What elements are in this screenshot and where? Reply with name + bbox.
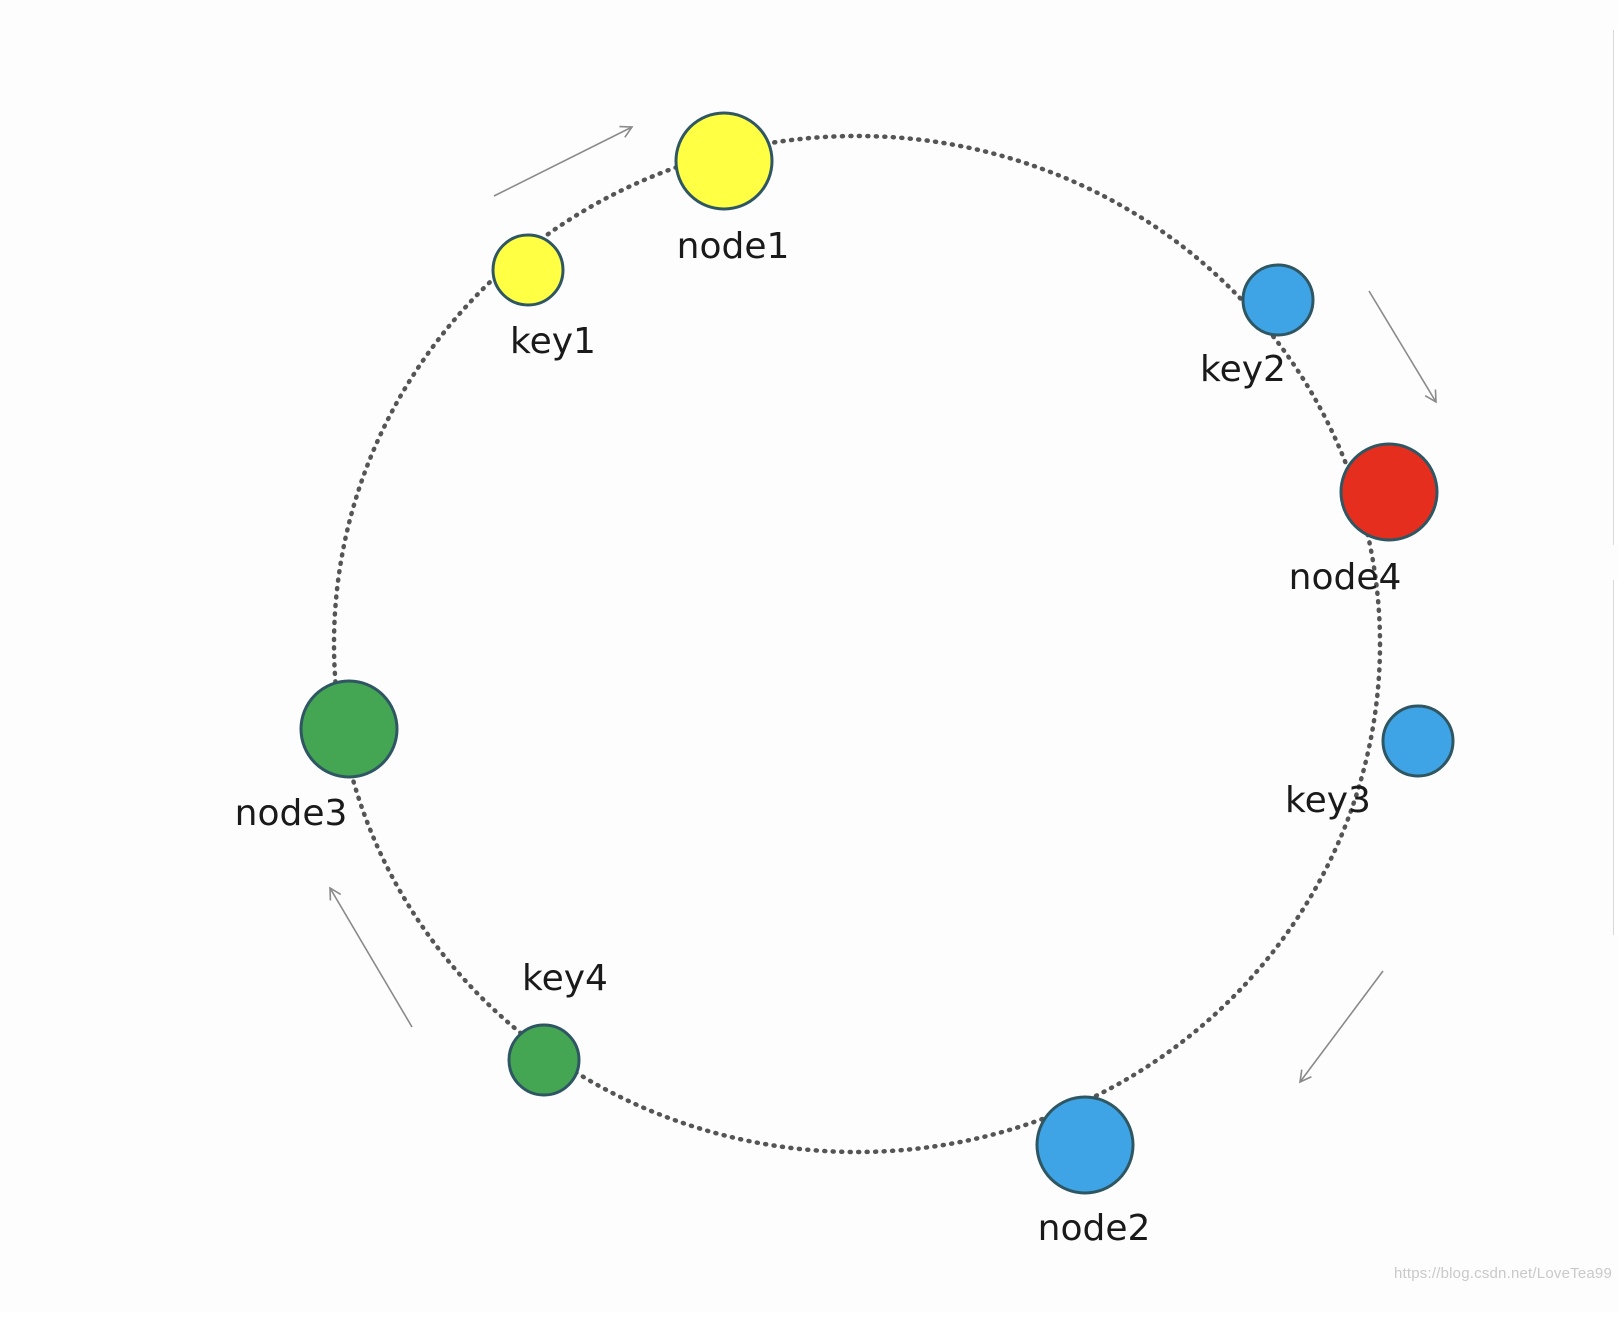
node3-label: node3: [235, 793, 348, 834]
direction-arrow-bottom-right: [1298, 970, 1384, 1084]
hash-ring: [331, 133, 1383, 1155]
key1-label: key1: [510, 321, 596, 362]
node3-circle: [299, 679, 399, 779]
key4-circle: [507, 1023, 581, 1097]
node1-label: node1: [677, 226, 790, 267]
node2-circle: [1035, 1095, 1135, 1195]
right-edge-panel-top: [1613, 30, 1618, 545]
key2-label: key2: [1200, 349, 1286, 390]
node1-circle: [674, 111, 774, 211]
right-edge-panel-bottom: [1613, 580, 1618, 935]
direction-arrow-top: [493, 125, 634, 197]
key4-label: key4: [522, 958, 608, 999]
node4-circle: [1339, 442, 1439, 542]
key2-circle: [1241, 263, 1315, 337]
watermark-text: https://blog.csdn.net/LoveTea99: [1393, 1265, 1612, 1282]
key3-label: key3: [1285, 780, 1371, 821]
node2-label: node2: [1038, 1208, 1151, 1249]
direction-arrow-left: [329, 886, 413, 1028]
key1-circle: [491, 233, 565, 307]
key3-circle: [1381, 704, 1455, 778]
direction-arrow-right: [1368, 290, 1437, 404]
node4-label: node4: [1289, 557, 1402, 598]
